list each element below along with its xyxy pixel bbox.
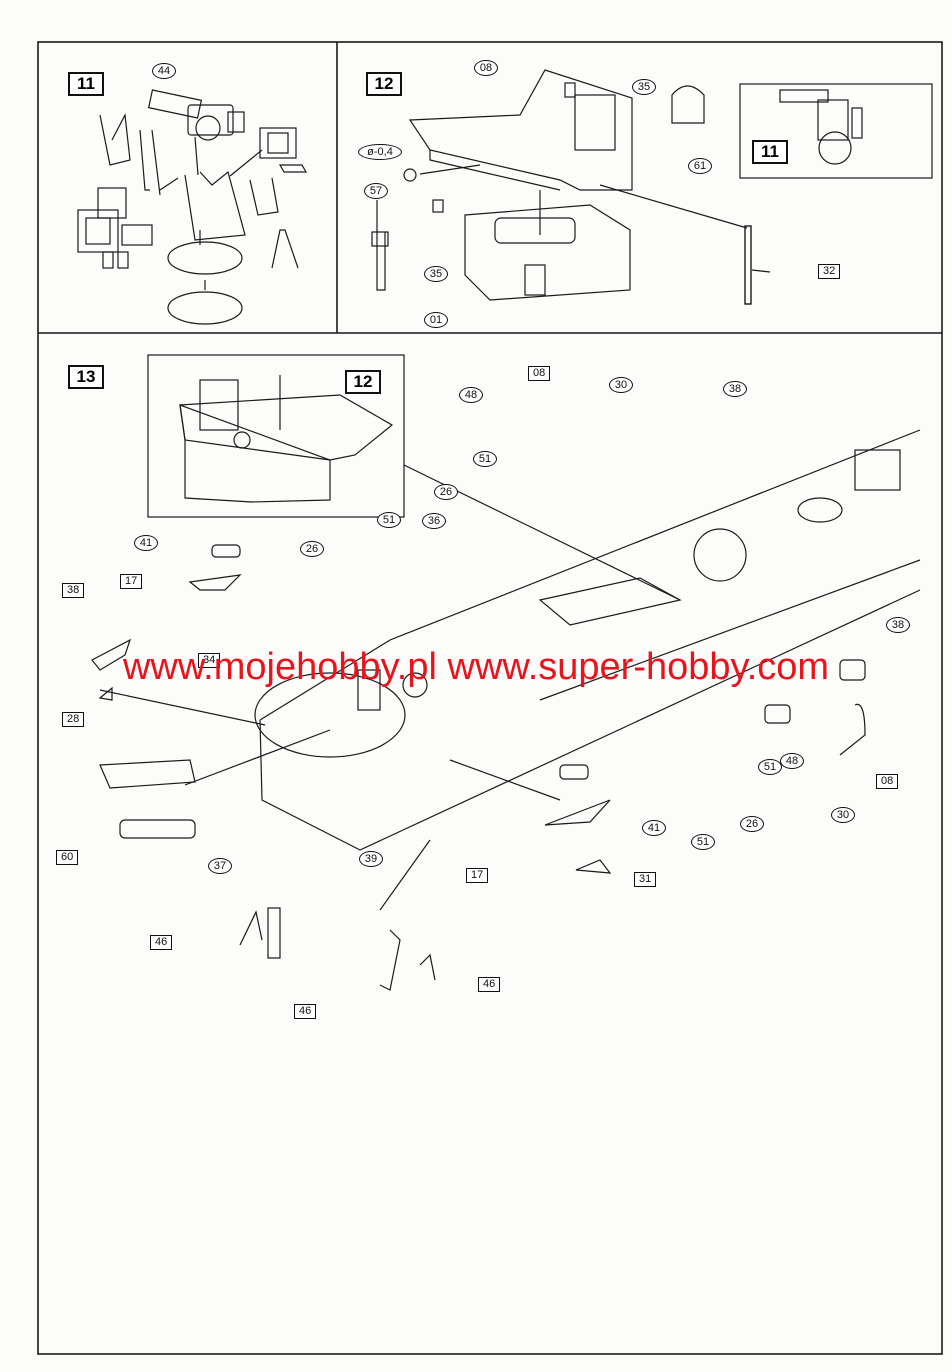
part-label-30: 30 [609,377,633,393]
step-number-11: 11 [68,72,104,96]
step-11-gun-drawing [77,89,308,325]
step-12-bridge-drawing [371,69,933,305]
inset-step-number-12: 12 [345,370,381,394]
part-label-39: 39 [359,851,383,867]
part-label-35-b: 35 [424,266,448,282]
part-label-26-b: 26 [300,541,324,557]
part-label-38-c: 38 [886,617,910,633]
part-label-46-c: 46 [478,977,501,992]
panel-frame [37,41,943,1355]
part-label-41: 41 [134,535,158,551]
part-label-37: 37 [208,858,232,874]
part-label-51-d: 51 [691,834,715,850]
part-label-30-b: 30 [831,807,855,823]
part-label-31: 31 [634,872,657,887]
part-label-60: 60 [56,850,79,865]
part-label-57: 57 [364,183,388,199]
part-label-wire: ø-0,4 [358,144,402,160]
part-label-41-b: 41 [642,820,666,836]
part-label-17: 17 [120,574,143,589]
part-label-51-b: 51 [377,512,401,528]
part-label-51: 51 [473,451,497,467]
part-label-08: 08 [474,60,498,76]
part-label-38-b: 38 [62,583,85,598]
part-label-48-b: 48 [780,753,804,769]
inset-step-number-11: 11 [752,140,788,164]
part-label-01: 01 [424,312,448,328]
part-label-36: 36 [422,513,446,529]
step-number-12: 12 [366,72,402,96]
part-label-46-b: 46 [294,1004,317,1019]
part-label-46: 46 [150,935,173,950]
part-label-34: 34 [198,653,221,668]
part-label-35: 35 [632,79,656,95]
part-label-38: 38 [723,381,747,397]
part-label-26: 26 [434,484,458,500]
step-number-13: 13 [68,365,104,389]
part-label-44: 44 [152,63,176,79]
part-label-32: 32 [818,264,841,279]
part-label-51-c: 51 [758,759,782,775]
part-label-17-b: 17 [466,868,489,883]
part-label-08-c: 08 [876,774,899,789]
step-13-hull-drawing [91,354,921,991]
part-label-08-b: 08 [528,366,551,381]
part-label-61: 61 [688,158,712,174]
part-label-48: 48 [459,387,483,403]
part-label-28: 28 [62,712,85,727]
watermark-text: www.mojehobby.pl www.super-hobby.com [122,646,830,688]
part-label-26-c: 26 [740,816,764,832]
